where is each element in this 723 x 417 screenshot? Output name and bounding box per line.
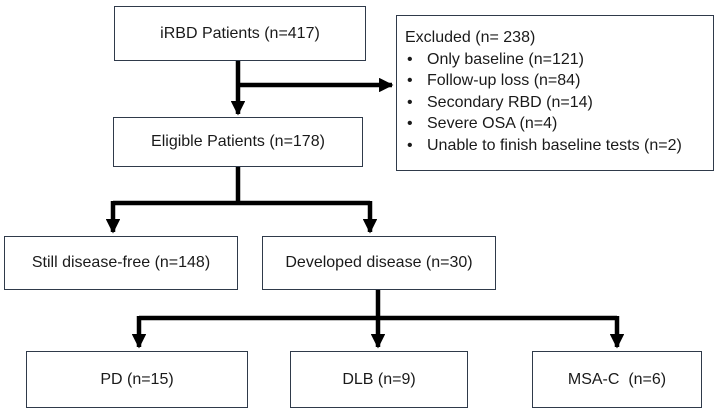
eligible-patients-box: Eligible Patients (n=178) xyxy=(113,117,363,167)
bullet-icon: • xyxy=(407,50,413,68)
bullet-icon: • xyxy=(407,72,413,89)
msa-c-label: MSA-C (n=6) xyxy=(567,370,667,388)
disease-free-label: Still disease-free (n=148) xyxy=(31,254,211,271)
irbd-patients-label: iRBD Patients (n=417) xyxy=(160,24,320,42)
developed-disease-label: Developed disease (n=30) xyxy=(285,254,473,271)
bullet-icon: • xyxy=(407,136,413,154)
pd-box: PD (n=15) xyxy=(26,351,248,408)
irbd-patients-box: iRBD Patients (n=417) xyxy=(114,6,366,61)
excluded-item: • Secondary RBD (n=14) xyxy=(405,92,705,114)
developed-disease-box: Developed disease (n=30) xyxy=(262,236,496,290)
disease-free-box: Still disease-free (n=148) xyxy=(4,236,238,290)
excluded-item: • Follow-up loss (n=84) xyxy=(405,70,705,92)
excluded-title: Excluded (n= 238) xyxy=(405,29,536,46)
excluded-list: • Only baseline (n=121) • Follow-up loss… xyxy=(405,49,705,157)
dlb-box: DLB (n=9) xyxy=(290,351,468,408)
excluded-item: • Severe OSA (n=4) xyxy=(405,113,705,135)
msa-c-box: MSA-C (n=6) xyxy=(532,351,702,408)
bullet-icon: • xyxy=(407,93,413,111)
eligible-patients-label: Eligible Patients (n=178) xyxy=(151,133,325,150)
pd-label: PD (n=15) xyxy=(100,370,174,388)
dlb-label: DLB (n=9) xyxy=(342,370,416,388)
excluded-box: Excluded (n= 238) • Only baseline (n=121… xyxy=(396,15,714,171)
bullet-icon: • xyxy=(407,115,413,132)
excluded-item: • Only baseline (n=121) xyxy=(405,49,705,71)
excluded-item: • Unable to finish baseline tests (n=2) xyxy=(405,135,705,157)
